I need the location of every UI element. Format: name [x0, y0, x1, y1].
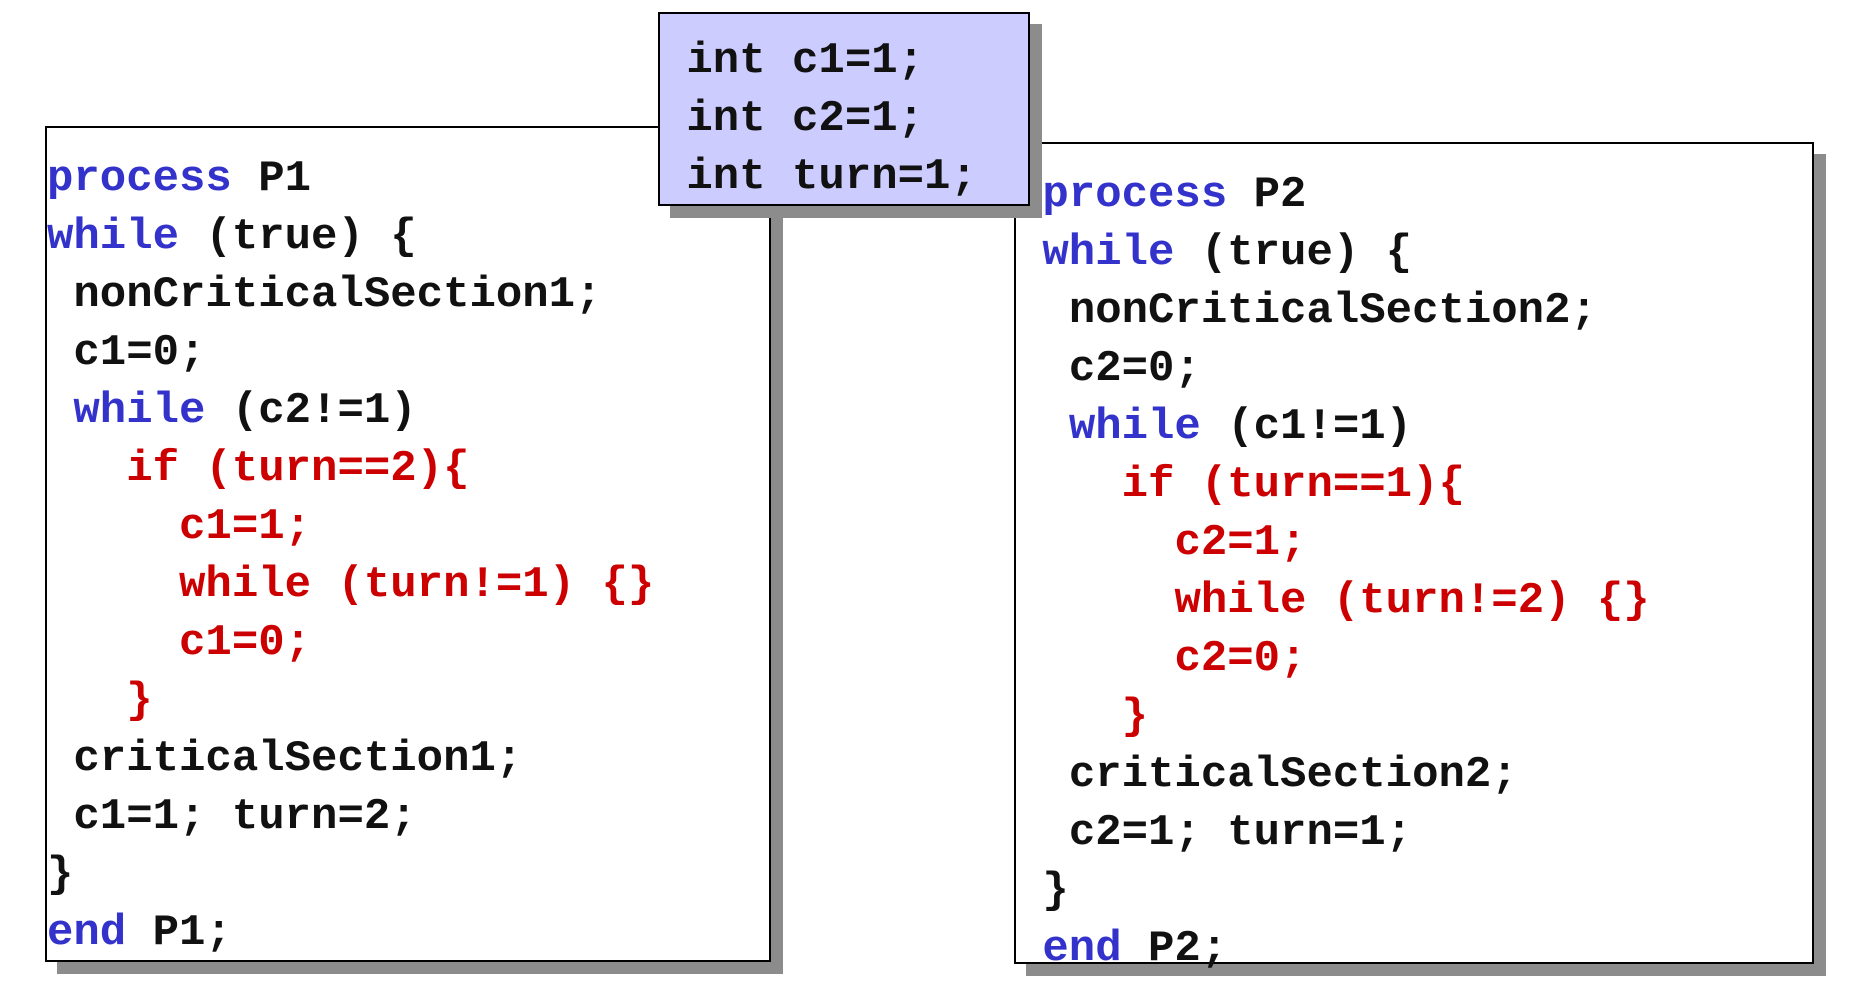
- p2-if-turn-line: if (turn==1){: [1016, 456, 1465, 514]
- p1-wait-turn: while (turn!=1) {}: [179, 560, 655, 610]
- p1-close-loop-brace: }: [47, 850, 74, 900]
- process-p1-box: process P1 while (true) { nonCriticalSec…: [45, 126, 771, 962]
- p2-set-flag-one: c2=1;: [1174, 518, 1307, 568]
- p2-if-turn: if (turn==1){: [1121, 460, 1465, 510]
- p1-process-header: process P1: [47, 150, 311, 208]
- p1-inner-while-keyword: while: [73, 386, 206, 436]
- p1-end-line: end P1;: [47, 904, 232, 962]
- p1-while-condition: (true) {: [205, 212, 417, 262]
- p1-close-if-line: }: [47, 672, 153, 730]
- p1-wait-turn-line: while (turn!=1) {}: [47, 556, 654, 614]
- shared-variables-box: int c1=1; int c2=1; int turn=1;: [658, 12, 1030, 206]
- p2-process-keyword: process: [1042, 170, 1228, 220]
- p2-wait-turn-line: while (turn!=2) {}: [1016, 572, 1650, 630]
- p1-inner-while: while (c2!=1): [47, 382, 417, 440]
- p2-close-loop-line: }: [1016, 862, 1069, 920]
- p1-set-flag-zero: c1=0;: [73, 328, 206, 378]
- p1-if-turn: if (turn==2){: [126, 444, 470, 494]
- process-p2-box: process P2 while (true) { nonCriticalSec…: [1014, 142, 1814, 974]
- p2-end-keyword: end: [1042, 924, 1122, 974]
- p2-set-flag-line: c2=0;: [1016, 340, 1201, 398]
- p1-set-flag-one-line: c1=1;: [47, 498, 311, 556]
- p2-set-flag-one-line: c2=1;: [1016, 514, 1306, 572]
- p1-outer-while: while (true) {: [47, 208, 417, 266]
- p2-critical-line: criticalSection2;: [1016, 746, 1518, 804]
- p1-close-if-brace: }: [126, 676, 153, 726]
- shared-var-c2-text: int c2=1;: [686, 94, 925, 144]
- p2-while-condition: (true) {: [1200, 228, 1413, 278]
- p1-noncritical-line: nonCriticalSection1;: [47, 266, 602, 324]
- p1-reset-flag-line: c1=0;: [47, 614, 311, 672]
- p2-process-name: P2: [1253, 170, 1307, 220]
- shared-var-turn-text: int turn=1;: [686, 152, 977, 202]
- p1-process-keyword: process: [47, 154, 232, 204]
- p1-reset-flag-zero: c1=0;: [179, 618, 312, 668]
- p2-close-if-brace: }: [1121, 692, 1149, 742]
- p2-process-header: process P2: [1016, 166, 1306, 224]
- p2-critical-section: criticalSection2;: [1068, 750, 1518, 800]
- p1-set-flag-one: c1=1;: [179, 502, 312, 552]
- p2-end-line: end P2;: [1016, 920, 1227, 978]
- p1-while-keyword: while: [47, 212, 180, 262]
- p2-close-if-line: }: [1016, 688, 1148, 746]
- shared-var-c1: int c1=1;: [660, 32, 924, 90]
- p1-exit-section: c1=1; turn=2;: [73, 792, 417, 842]
- p2-while-keyword: while: [1042, 228, 1175, 278]
- p1-end-name: P1;: [152, 908, 232, 958]
- p2-close-loop-brace: }: [1042, 866, 1069, 916]
- shared-var-c1-text: int c1=1;: [686, 36, 925, 86]
- p1-process-name: P1: [258, 154, 312, 204]
- p2-exit-line: c2=1; turn=1;: [1016, 804, 1412, 862]
- p1-exit-line: c1=1; turn=2;: [47, 788, 417, 846]
- p2-noncritical-section: nonCriticalSection2;: [1068, 286, 1597, 336]
- p2-end-name: P2;: [1148, 924, 1228, 974]
- p1-critical-line: criticalSection1;: [47, 730, 522, 788]
- p1-end-keyword: end: [47, 908, 127, 958]
- p2-outer-while: while (true) {: [1016, 224, 1412, 282]
- p2-wait-turn: while (turn!=2) {}: [1174, 576, 1650, 626]
- p1-inner-while-condition: (c2!=1): [231, 386, 417, 436]
- p2-reset-flag-zero: c2=0;: [1174, 634, 1307, 684]
- p1-if-turn-line: if (turn==2){: [47, 440, 469, 498]
- p2-reset-flag-line: c2=0;: [1016, 630, 1306, 688]
- p2-inner-while-condition: (c1!=1): [1227, 402, 1413, 452]
- p2-noncritical-line: nonCriticalSection2;: [1016, 282, 1597, 340]
- p1-critical-section: criticalSection1;: [73, 734, 523, 784]
- p2-set-flag-zero: c2=0;: [1068, 344, 1201, 394]
- p2-inner-while-keyword: while: [1068, 402, 1201, 452]
- p2-exit-section: c2=1; turn=1;: [1068, 808, 1413, 858]
- p1-set-flag-line: c1=0;: [47, 324, 205, 382]
- p1-noncritical-section: nonCriticalSection1;: [73, 270, 602, 320]
- p1-close-loop-line: }: [47, 846, 73, 904]
- shared-var-turn: int turn=1;: [660, 148, 977, 206]
- p2-inner-while: while (c1!=1): [1016, 398, 1412, 456]
- shared-var-c2: int c2=1;: [660, 90, 924, 148]
